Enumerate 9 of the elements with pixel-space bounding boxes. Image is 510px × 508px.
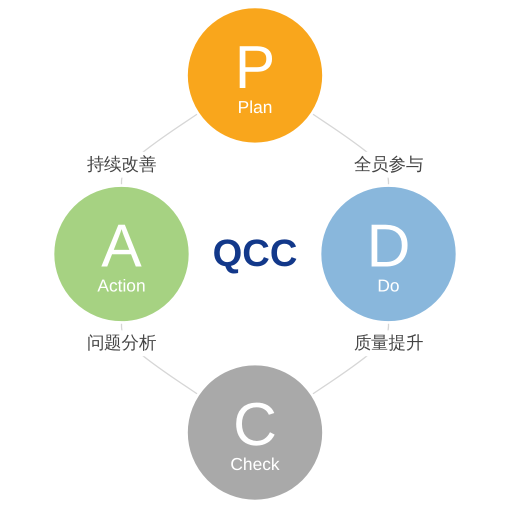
- circle-node: P Plan: [185, 6, 325, 146]
- center-label: QCC: [212, 234, 298, 274]
- circle-node: C Check: [185, 362, 325, 502]
- circle-node: A Action: [52, 184, 192, 324]
- edge-label: 质量提升: [354, 334, 424, 353]
- edge-label: 问题分析: [86, 334, 156, 353]
- edge-label: 全员参与: [354, 155, 424, 174]
- edge-label: 持续改善: [86, 155, 156, 174]
- circle-node: D Do: [318, 184, 458, 324]
